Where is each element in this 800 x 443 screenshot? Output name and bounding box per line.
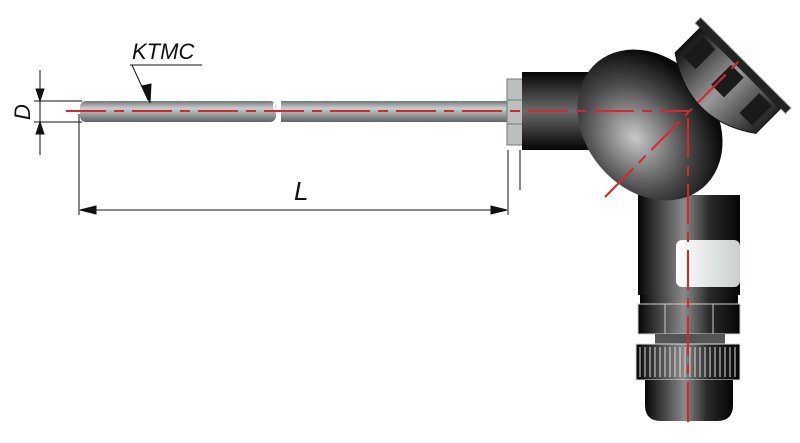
centerlines	[66, 59, 741, 430]
probe-leader	[130, 64, 202, 104]
length-label: L	[294, 176, 308, 206]
knurled-nut-ridges	[639, 347, 736, 377]
probe-sheath	[80, 100, 509, 123]
probe-label: KTMC	[132, 39, 194, 64]
diameter-dimension	[34, 70, 82, 155]
length-dimension	[78, 114, 521, 215]
connection-head	[577, 16, 792, 201]
diameter-label: D	[10, 104, 35, 120]
label-window	[676, 240, 740, 287]
